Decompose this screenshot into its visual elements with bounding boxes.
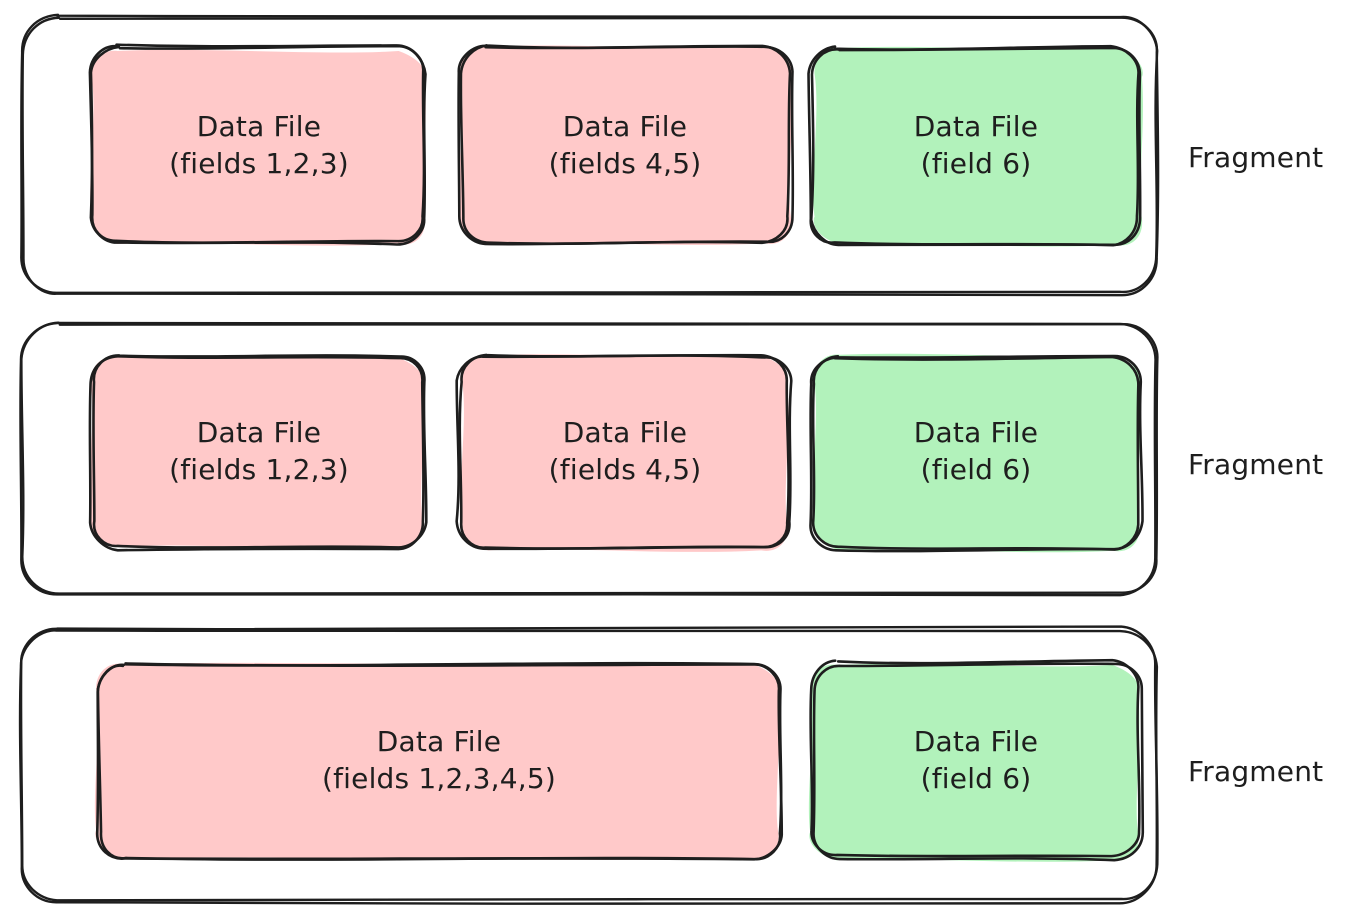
node-fill (812, 353, 1141, 553)
node-fill (89, 356, 424, 549)
fragment-label: Fragment (1188, 448, 1324, 481)
node-fill (459, 45, 793, 245)
node-fill (808, 663, 1140, 862)
node-fill (460, 354, 789, 552)
node-fill (90, 49, 426, 246)
node-fill (813, 46, 1143, 247)
node-fill (94, 662, 780, 860)
fragment-label: Fragment (1188, 141, 1324, 174)
fragment-label: Fragment (1188, 755, 1324, 788)
